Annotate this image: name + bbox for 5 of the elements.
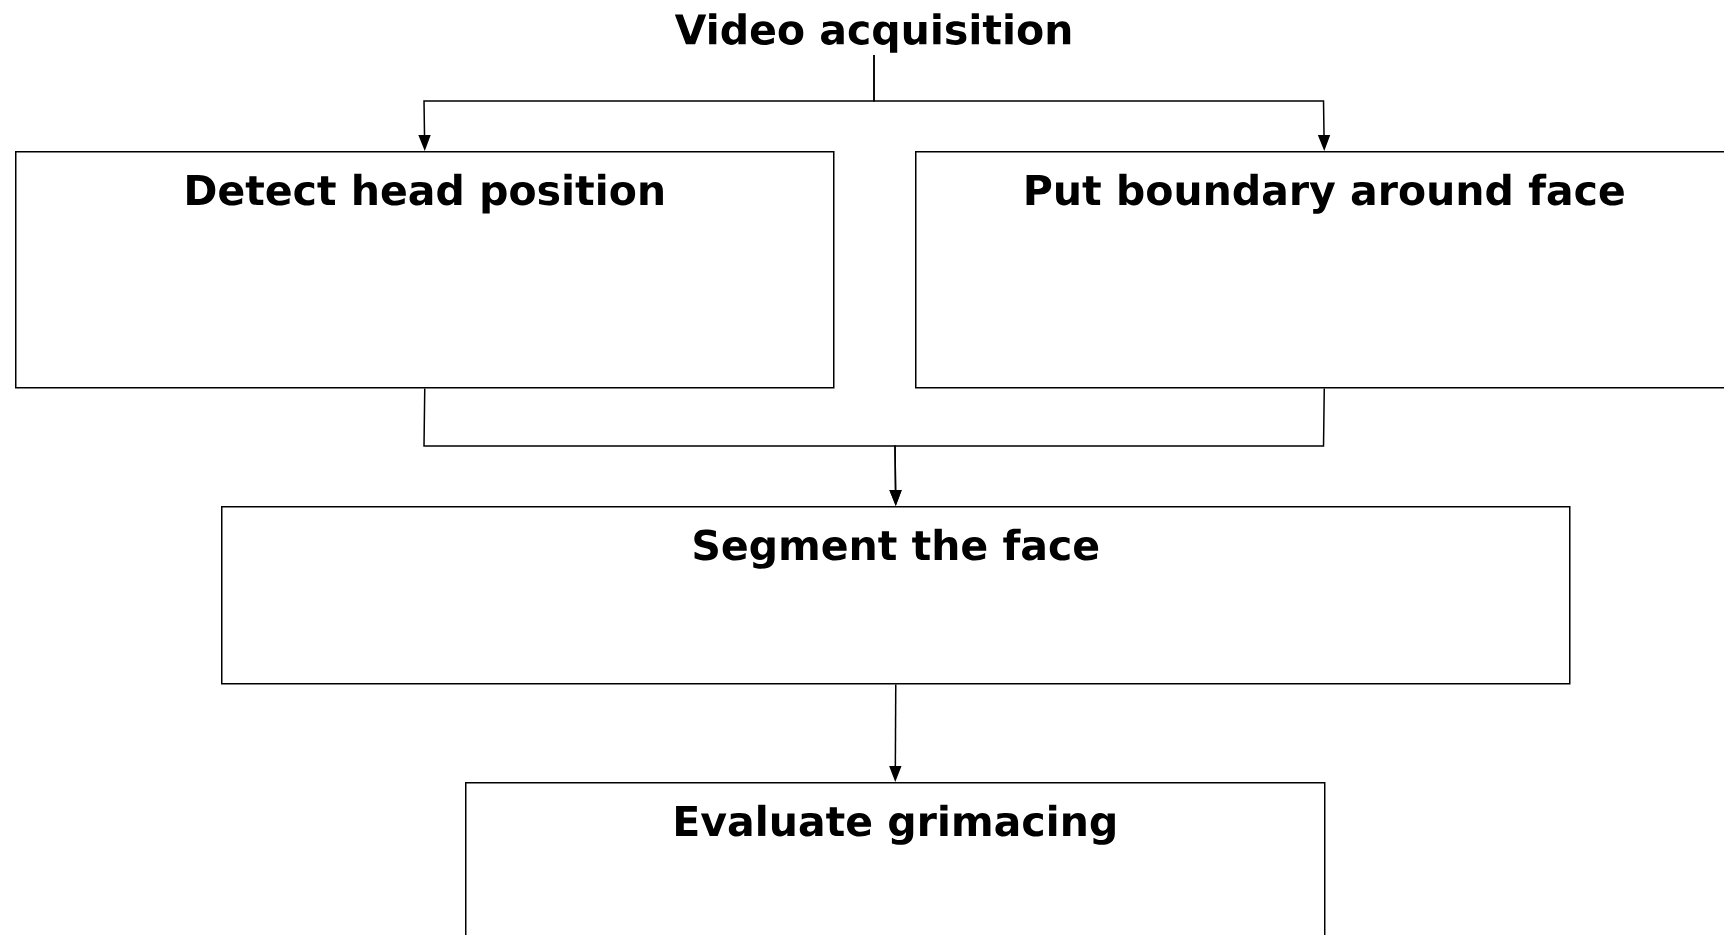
process-box: Put boundary around face [915,151,1724,389]
process-box: Evaluate grimacing [465,782,1326,935]
process-box: Detect head position [15,151,835,389]
process-box: Segment the face [221,506,1571,685]
title-text: Video acquisition [674,13,1071,53]
